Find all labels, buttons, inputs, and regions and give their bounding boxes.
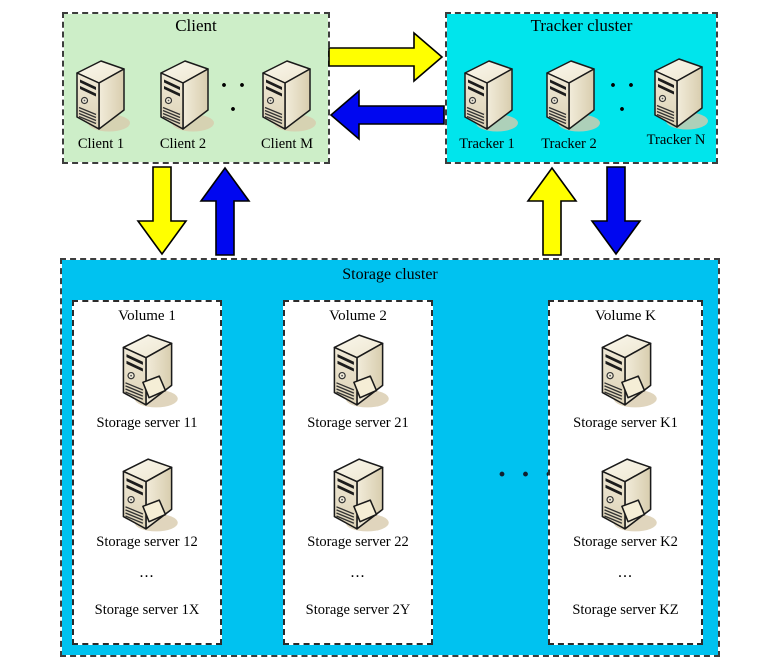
volume-2-box: Volume 2 Storage server 21 Storage serve… xyxy=(283,300,433,645)
client-m-label: Client M xyxy=(261,136,313,152)
server-tower-icon xyxy=(254,56,318,134)
arrow-tracker-to-storage xyxy=(590,166,642,256)
client-1-label: Client 1 xyxy=(77,136,125,152)
volume-k-box: Volume K Storage server K1 Storage serve… xyxy=(548,300,703,645)
storage-server-label: Storage server K2 xyxy=(573,534,678,550)
tracker-ellipsis: · · · xyxy=(608,73,637,123)
server-tower-with-page-icon xyxy=(590,330,662,415)
server-tower-icon xyxy=(68,56,132,134)
storage-server-label: Storage server K1 xyxy=(573,415,678,431)
tracker-1-label: Tracker 1 xyxy=(459,136,515,152)
storage-server-label: Storage server 2Y xyxy=(305,602,411,618)
tracker-cluster-title: Tracker cluster xyxy=(530,16,633,35)
storage-server-label: Storage server 21 xyxy=(307,415,409,431)
storage-server-label: Storage server 1X xyxy=(94,602,200,618)
server-tower-with-page-icon xyxy=(590,454,662,539)
storage-server-label: Storage server 12 xyxy=(96,534,198,550)
storage-volumes-ellipsis: · · · xyxy=(496,458,557,491)
storage-cluster-title: Storage cluster xyxy=(342,266,438,283)
volume-k-ellipsis: ... xyxy=(618,564,633,581)
storage-server-label: Storage server 22 xyxy=(307,534,409,550)
volume-2-title: Volume 2 xyxy=(329,308,387,324)
arrow-storage-to-client xyxy=(199,166,251,256)
arrow-client-to-tracker xyxy=(328,31,444,83)
server-tower-with-page-icon xyxy=(322,330,394,415)
volume-2-ellipsis: ... xyxy=(350,564,366,581)
tracker-2-label: Tracker 2 xyxy=(541,136,597,152)
storage-server-label: Storage server KZ xyxy=(572,602,679,618)
volume-1-ellipsis: ... xyxy=(139,564,155,581)
server-tower-icon xyxy=(646,54,710,132)
storage-cluster-box: Storage cluster Volume 1 Storage server … xyxy=(60,258,720,657)
volume-k-title: Volume K xyxy=(595,308,656,324)
arrow-client-to-storage xyxy=(136,166,188,256)
server-tower-icon xyxy=(152,56,216,134)
client-ellipsis: · · · xyxy=(219,73,248,123)
volume-1-box: Volume 1 Storage server 11 Storage serve… xyxy=(72,300,222,645)
volume-1-title: Volume 1 xyxy=(118,308,176,324)
server-tower-with-page-icon xyxy=(111,454,183,539)
arrow-tracker-to-client xyxy=(329,89,445,141)
server-tower-icon xyxy=(538,56,602,134)
server-tower-with-page-icon xyxy=(111,330,183,415)
tracker-n-label: Tracker N xyxy=(646,132,706,148)
client-cluster-title: Client xyxy=(175,16,217,35)
server-tower-icon xyxy=(456,56,520,134)
storage-server-label: Storage server 11 xyxy=(96,415,198,431)
arrow-storage-to-tracker xyxy=(526,166,578,256)
server-tower-with-page-icon xyxy=(322,454,394,539)
client-2-label: Client 2 xyxy=(159,136,207,152)
